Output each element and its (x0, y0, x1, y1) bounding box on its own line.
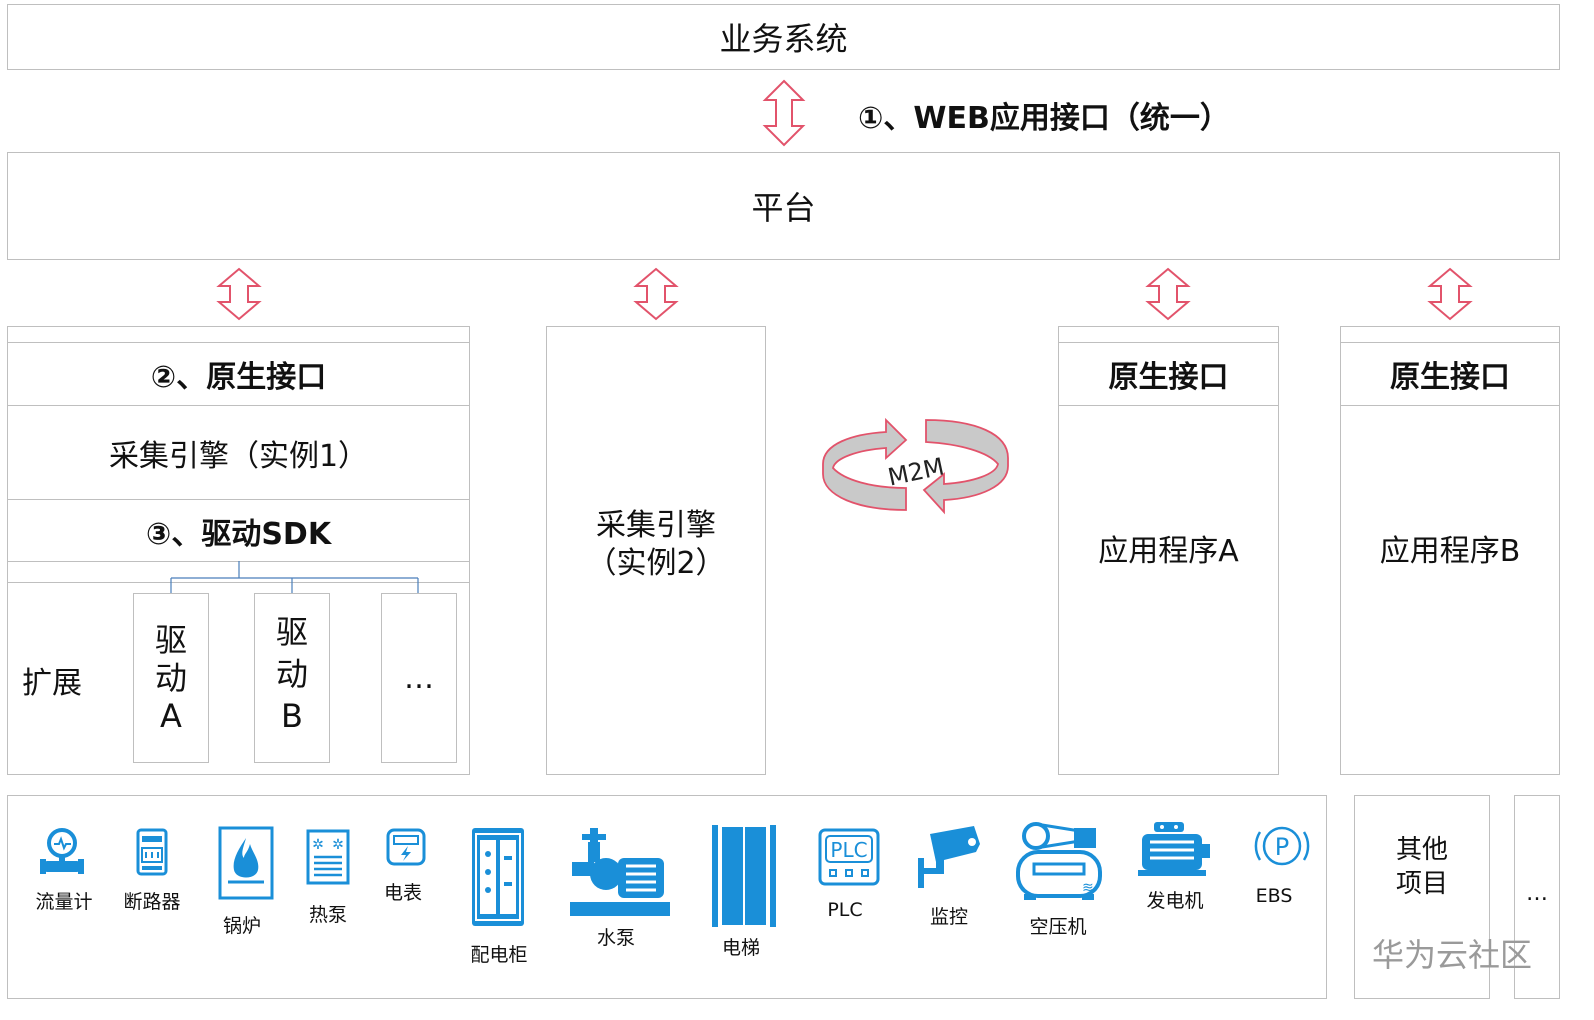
device-label-flow-meter: 流量计 (35, 891, 93, 913)
electric-meter-icon (386, 828, 426, 866)
engine1-native-interface: ②、原生接口 (150, 360, 327, 395)
driver-b-box: 驱 动 B (254, 593, 330, 763)
app-b-name: 应用程序B (1379, 534, 1521, 569)
engine1-column: ②、原生接口 采集引擎（实例1） ③、驱动SDK 扩展 驱 动 A 驱 动 B … (7, 326, 470, 775)
other-projects-line1: 其他 (1395, 835, 1448, 865)
business-system-label: 业务系统 (719, 20, 848, 58)
water-pump-icon (570, 828, 670, 916)
device-label-plc: PLC (827, 899, 863, 921)
svg-text:≋: ≋ (1082, 880, 1094, 896)
m2m-cycle-icon: M2M (822, 417, 1009, 515)
flow-meter-icon (40, 828, 84, 874)
distribution-cabinet-icon (472, 828, 524, 926)
device-label-distribution-cabinet: 配电柜 (470, 944, 528, 966)
other-projects-line2: 项目 (1395, 869, 1448, 899)
device-label-heat-pump: 热泵 (308, 904, 348, 926)
camera-icon (918, 826, 980, 888)
app-b-arrow-icon (1427, 267, 1473, 321)
platform-label: 平台 (751, 189, 816, 227)
web-api-label: ①、WEB应用接口（统一） (858, 101, 1230, 136)
heat-pump-icon: ✲ ✲ (306, 829, 350, 885)
engine2-line1: 采集引擎 (596, 507, 716, 543)
ebs-icon: P (1254, 826, 1310, 866)
device-label-water-pump: 水泵 (596, 927, 636, 949)
app-b-native-interface: 原生接口 (1390, 360, 1510, 395)
air-compressor-icon: ≋ (1016, 822, 1102, 900)
watermark: 华为云社区 (1372, 936, 1533, 974)
engine2-line2: （实例2） (586, 545, 726, 581)
device-label-ebs: EBS (1255, 885, 1293, 907)
generator-icon (1138, 822, 1210, 876)
engine2-arrow-icon (633, 267, 679, 321)
driver-tree-connector (170, 561, 419, 594)
circuit-breaker-icon (136, 828, 168, 876)
extend-label: 扩展 (22, 666, 82, 701)
platform-box: 平台 (7, 152, 1560, 260)
plc-icon-text: PLC (830, 838, 867, 862)
ebs-icon-text: P (1275, 833, 1289, 861)
boiler-icon (218, 826, 274, 900)
other-projects-box: 其他 项目 (1354, 795, 1490, 999)
svg-text:✲: ✲ (312, 837, 324, 853)
app-a-native-interface: 原生接口 (1108, 360, 1229, 395)
driver-more-box: … (381, 593, 457, 763)
more-projects-box: … (1514, 795, 1560, 999)
app-a-name: 应用程序A (1098, 534, 1239, 569)
device-label-camera: 监控 (929, 906, 969, 928)
device-label-air-compressor: 空压机 (1029, 916, 1087, 938)
engine1-title: 采集引擎（实例1） (108, 438, 369, 474)
engine1-arrow-icon (216, 267, 262, 321)
app-a-column: 原生接口 应用程序A (1058, 326, 1279, 775)
device-label-electric-meter: 电表 (383, 882, 423, 904)
more-projects-label: … (1526, 880, 1548, 906)
svg-text:✲: ✲ (332, 837, 344, 853)
plc-icon: PLC (818, 828, 880, 886)
device-label-boiler: 锅炉 (222, 915, 262, 937)
device-label-elevator: 电梯 (721, 937, 761, 959)
device-label-circuit-breaker: 断路器 (123, 891, 181, 913)
app-b-column: 原生接口 应用程序B (1340, 326, 1560, 775)
business-system-box: 业务系统 (7, 4, 1560, 70)
device-label-generator: 发电机 (1146, 890, 1204, 912)
driver-a-box: 驱 动 A (133, 593, 209, 763)
app-a-arrow-icon (1145, 267, 1191, 321)
web-api-arrow-icon (762, 79, 806, 147)
engine2-box: 采集引擎 （实例2） (546, 326, 766, 775)
engine1-driver-sdk: ③、驱动SDK (145, 516, 332, 552)
elevator-icon (712, 825, 776, 927)
